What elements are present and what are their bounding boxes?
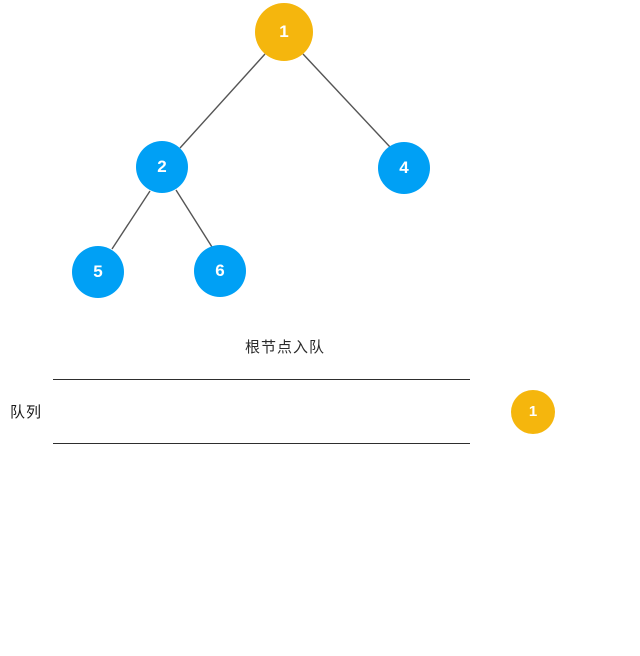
queue-label: 队列 [10, 404, 43, 421]
tree-node-1-label: 1 [279, 22, 289, 41]
step-title: 根节点入队 [244, 339, 325, 356]
tree-node-4[interactable]: 4 [378, 142, 430, 194]
tree-edges-layer [111, 53, 391, 250]
queue-rail-top [53, 379, 470, 380]
tree-node-4-label: 4 [399, 158, 409, 177]
tree-edge-1-2 [179, 53, 266, 149]
tree-node-2[interactable]: 2 [136, 141, 188, 193]
tree-edge-2-5 [111, 190, 151, 250]
binary-tree-area: 1 2 4 5 6 [0, 0, 640, 320]
queue-item-1[interactable]: 1 [511, 390, 555, 434]
tree-node-5[interactable]: 5 [72, 246, 124, 298]
tree-node-2-label: 2 [157, 157, 167, 176]
tree-node-1[interactable]: 1 [255, 3, 313, 61]
queue-rail-bottom [53, 443, 470, 444]
queue-item-1-label: 1 [528, 403, 538, 420]
tree-edge-2-6 [175, 189, 213, 248]
queue-area: 队列 1 [0, 370, 640, 460]
tree-node-6-label: 6 [215, 261, 225, 280]
tree-node-6[interactable]: 6 [194, 245, 246, 297]
tree-edge-1-4 [302, 53, 391, 148]
tree-node-5-label: 5 [93, 262, 103, 281]
